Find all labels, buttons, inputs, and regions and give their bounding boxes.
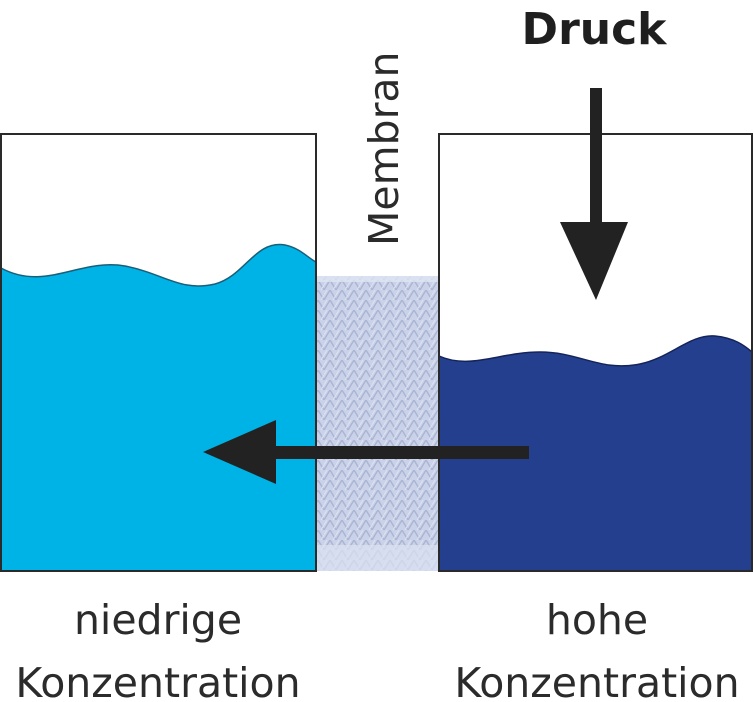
arrow-down-icon: [560, 88, 628, 300]
membrane-edge-bottom: [316, 545, 439, 571]
pressure-arrow-shaft: [590, 88, 602, 236]
left-label-line2: Konzentration: [15, 659, 300, 702]
left-container: [0, 133, 317, 572]
left-water: [1, 244, 316, 571]
left-container-outline: [0, 133, 317, 572]
pressure-label: Druck: [522, 4, 669, 55]
membrane-label: Membran: [360, 51, 408, 246]
flow-arrow-shaft: [262, 446, 529, 459]
membrane-body: [316, 276, 439, 571]
left-water-surface: [0, 243, 317, 287]
right-water: [439, 335, 752, 571]
membrane: [316, 276, 439, 571]
right-water-surface: [438, 335, 753, 367]
flow-arrow-head: [203, 420, 276, 484]
right-container: [438, 133, 753, 572]
pressure-arrow-head: [560, 222, 628, 300]
right-label-line1: hohe: [546, 596, 648, 644]
arrow-left-icon: [203, 420, 529, 484]
left-label-line1: niedrige: [74, 596, 242, 644]
right-label-line2: Konzentration: [454, 659, 739, 702]
membrane-edge-top: [316, 276, 439, 282]
